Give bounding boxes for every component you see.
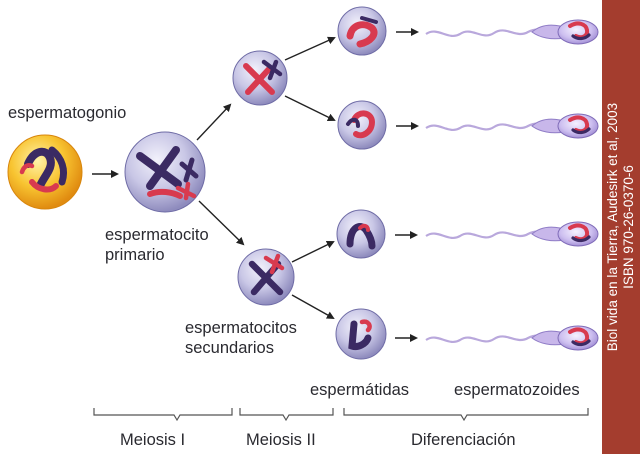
- label-espermatozoides: espermatozoides: [454, 381, 580, 399]
- citation-sidebar: [602, 0, 640, 454]
- citation-line-1: Biol vida en la Tierra, Audesirk et al, …: [605, 102, 620, 352]
- arrow-primary-to-secondary-top: [196, 103, 232, 141]
- spermatid-4: [335, 308, 387, 360]
- arrow-sec-bottom-to-spermatid-4: [291, 294, 335, 319]
- label-espermatocitos-secundarios: espermatocitos secundarios: [185, 318, 297, 358]
- label-espermatocito-primario-line-1: espermatocito: [105, 226, 209, 244]
- spermatozoid-1: [424, 18, 599, 46]
- label-meiosis-1: Meiosis I: [120, 431, 186, 449]
- label-espermatocito-primario: espermatocito primario: [105, 225, 209, 265]
- primary-spermatocyte-cell: [124, 131, 206, 213]
- label-espermatocitos-secundarios-line-1: espermatocitos: [185, 319, 297, 337]
- arrow-primary-to-secondary-bottom: [198, 200, 245, 246]
- brace-diferenciacion: [343, 408, 589, 422]
- spermatogonium-cell: [7, 134, 83, 210]
- arrow-sec-top-to-spermatid-2: [284, 95, 336, 121]
- secondary-spermatocyte-top: [232, 50, 288, 106]
- secondary-spermatocyte-bottom: [237, 248, 295, 306]
- label-espermatocitos-secundarios-line-2: secundarios: [185, 339, 274, 357]
- spermatid-3: [336, 209, 386, 259]
- citation-line-2: ISBN 970-26-0370-6: [621, 165, 636, 289]
- spermatozoid-4: [424, 324, 599, 352]
- label-espermatogonio: espermatogonio: [8, 104, 127, 122]
- arrow-sec-bottom-to-spermatid-3: [291, 241, 335, 263]
- spermatid-1: [337, 6, 387, 56]
- label-espermatocito-primario-line-2: primario: [105, 246, 165, 264]
- brace-meiosis-2: [239, 408, 334, 422]
- arrow-sec-top-to-spermatid-1: [284, 36, 336, 61]
- spermatid-2: [337, 100, 387, 150]
- label-espermatidas: espermátidas: [310, 381, 410, 399]
- brace-meiosis-1: [93, 408, 233, 422]
- spermatozoid-2: [424, 112, 599, 140]
- spermatozoid-3: [424, 220, 599, 248]
- label-diferenciacion: Diferenciación: [411, 431, 516, 449]
- citation-text: Biol vida en la Tierra, Audesirk et al, …: [605, 103, 637, 351]
- label-meiosis-2: Meiosis II: [246, 431, 316, 449]
